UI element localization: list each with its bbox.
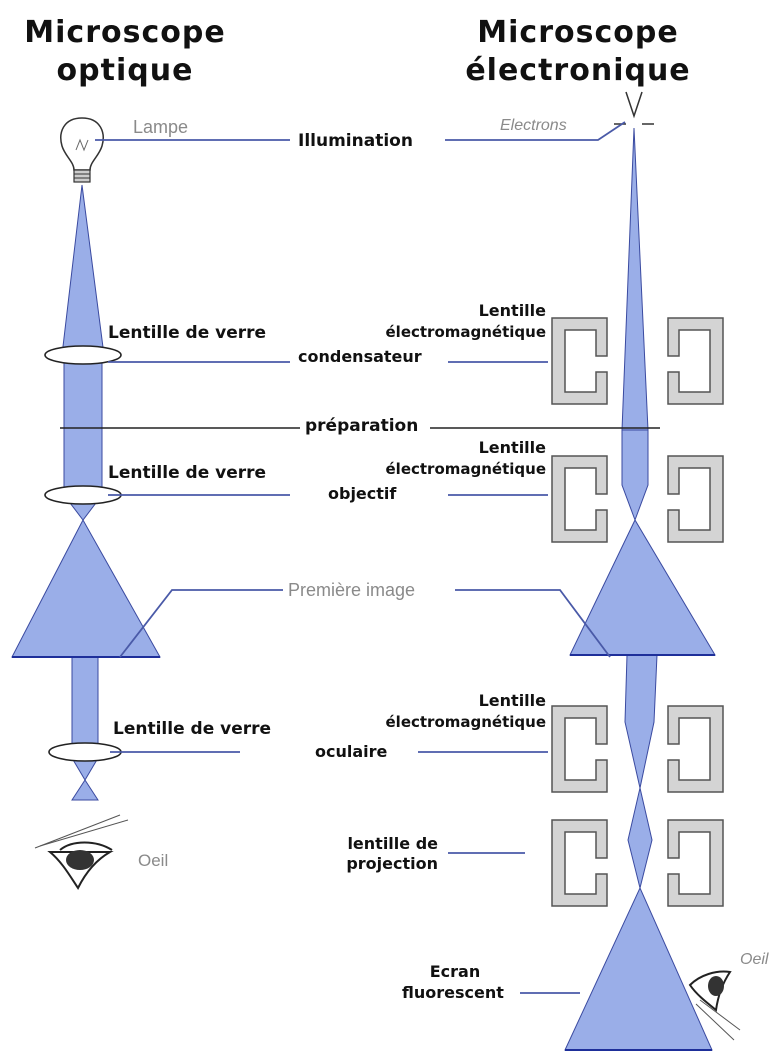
label-em-lens-1-line2: électromagnétique	[386, 323, 547, 341]
eye-icon	[688, 970, 741, 1041]
optical-beam	[11, 184, 161, 801]
label-illumination: Illumination	[298, 131, 413, 151]
label-glass-lens-condenser: Lentille de verre	[108, 323, 266, 343]
leader-electrons	[445, 121, 626, 141]
electron-source-icon	[614, 91, 654, 125]
label-projection-line2: projection	[346, 854, 438, 873]
leader-first-image-left	[119, 589, 283, 658]
leader-first-image-right	[455, 589, 611, 658]
label-objectif: objectif	[328, 484, 397, 503]
label-premiere-image: Première image	[288, 580, 415, 600]
title-optical-line2: optique	[57, 53, 194, 88]
label-oeil-left: Oeil	[138, 851, 168, 870]
label-preparation: préparation	[305, 416, 418, 436]
label-condensateur: condensateur	[298, 347, 422, 366]
label-ecran-line1: Ecran	[430, 962, 481, 981]
label-lampe: Lampe	[133, 117, 188, 137]
title-electron-line1: Microscope	[477, 15, 678, 50]
label-glass-lens-objective: Lentille de verre	[108, 463, 266, 483]
label-oculaire: oculaire	[315, 742, 388, 761]
condenser-em-coil	[551, 317, 724, 405]
label-em-lens-3-line2: électromagnétique	[386, 713, 547, 731]
label-ecran-line2: fluorescent	[402, 983, 504, 1002]
label-em-lens-3-line1: Lentille	[479, 691, 547, 710]
label-em-lens-2-line2: électromagnétique	[386, 460, 547, 478]
lamp-icon	[60, 117, 104, 183]
label-em-lens-2-line1: Lentille	[479, 438, 547, 457]
condenser-glass-lens	[44, 345, 122, 365]
label-glass-lens-ocular: Lentille de verre	[113, 719, 271, 739]
projection-em-coil	[551, 819, 724, 907]
label-em-lens-1-line1: Lentille	[479, 301, 547, 320]
label-oeil-right: Oeil	[740, 951, 769, 968]
label-electrons: Electrons	[500, 117, 567, 134]
label-projection-line1: lentille de	[347, 834, 438, 853]
title-electron-line2: électronique	[465, 53, 690, 88]
title-optical-line1: Microscope	[24, 15, 225, 50]
eye-icon	[34, 814, 129, 890]
electron-beam	[564, 127, 716, 1051]
objective-em-coil	[551, 455, 724, 543]
ocular-em-coil	[551, 705, 724, 793]
